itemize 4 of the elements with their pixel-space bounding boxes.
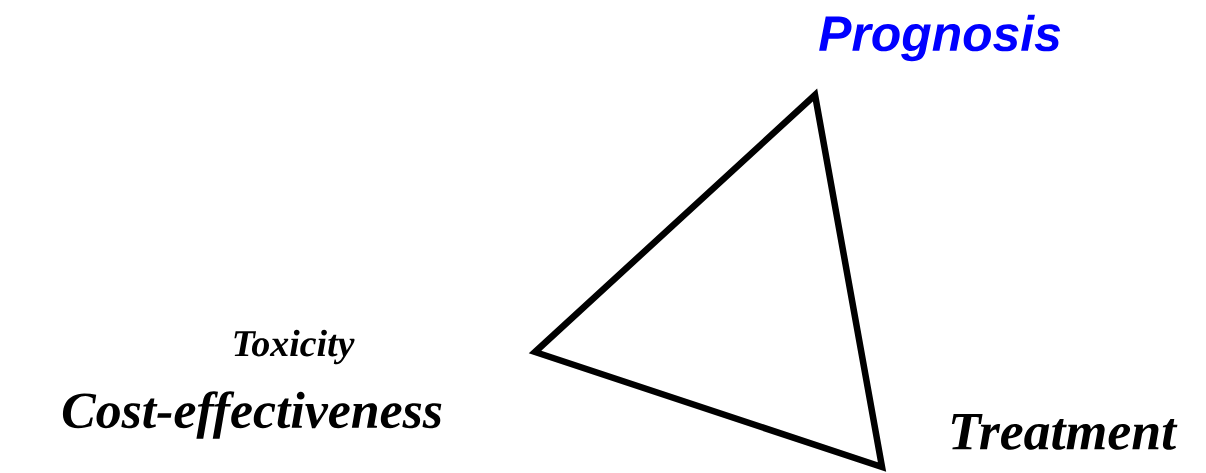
vertex-label: Toxicity [234,329,355,365]
vertex-label: Prognosis [819,14,1061,62]
vertex-label: Treatment [951,414,1178,450]
vertex-label: Cost-effectiveness [62,391,442,439]
